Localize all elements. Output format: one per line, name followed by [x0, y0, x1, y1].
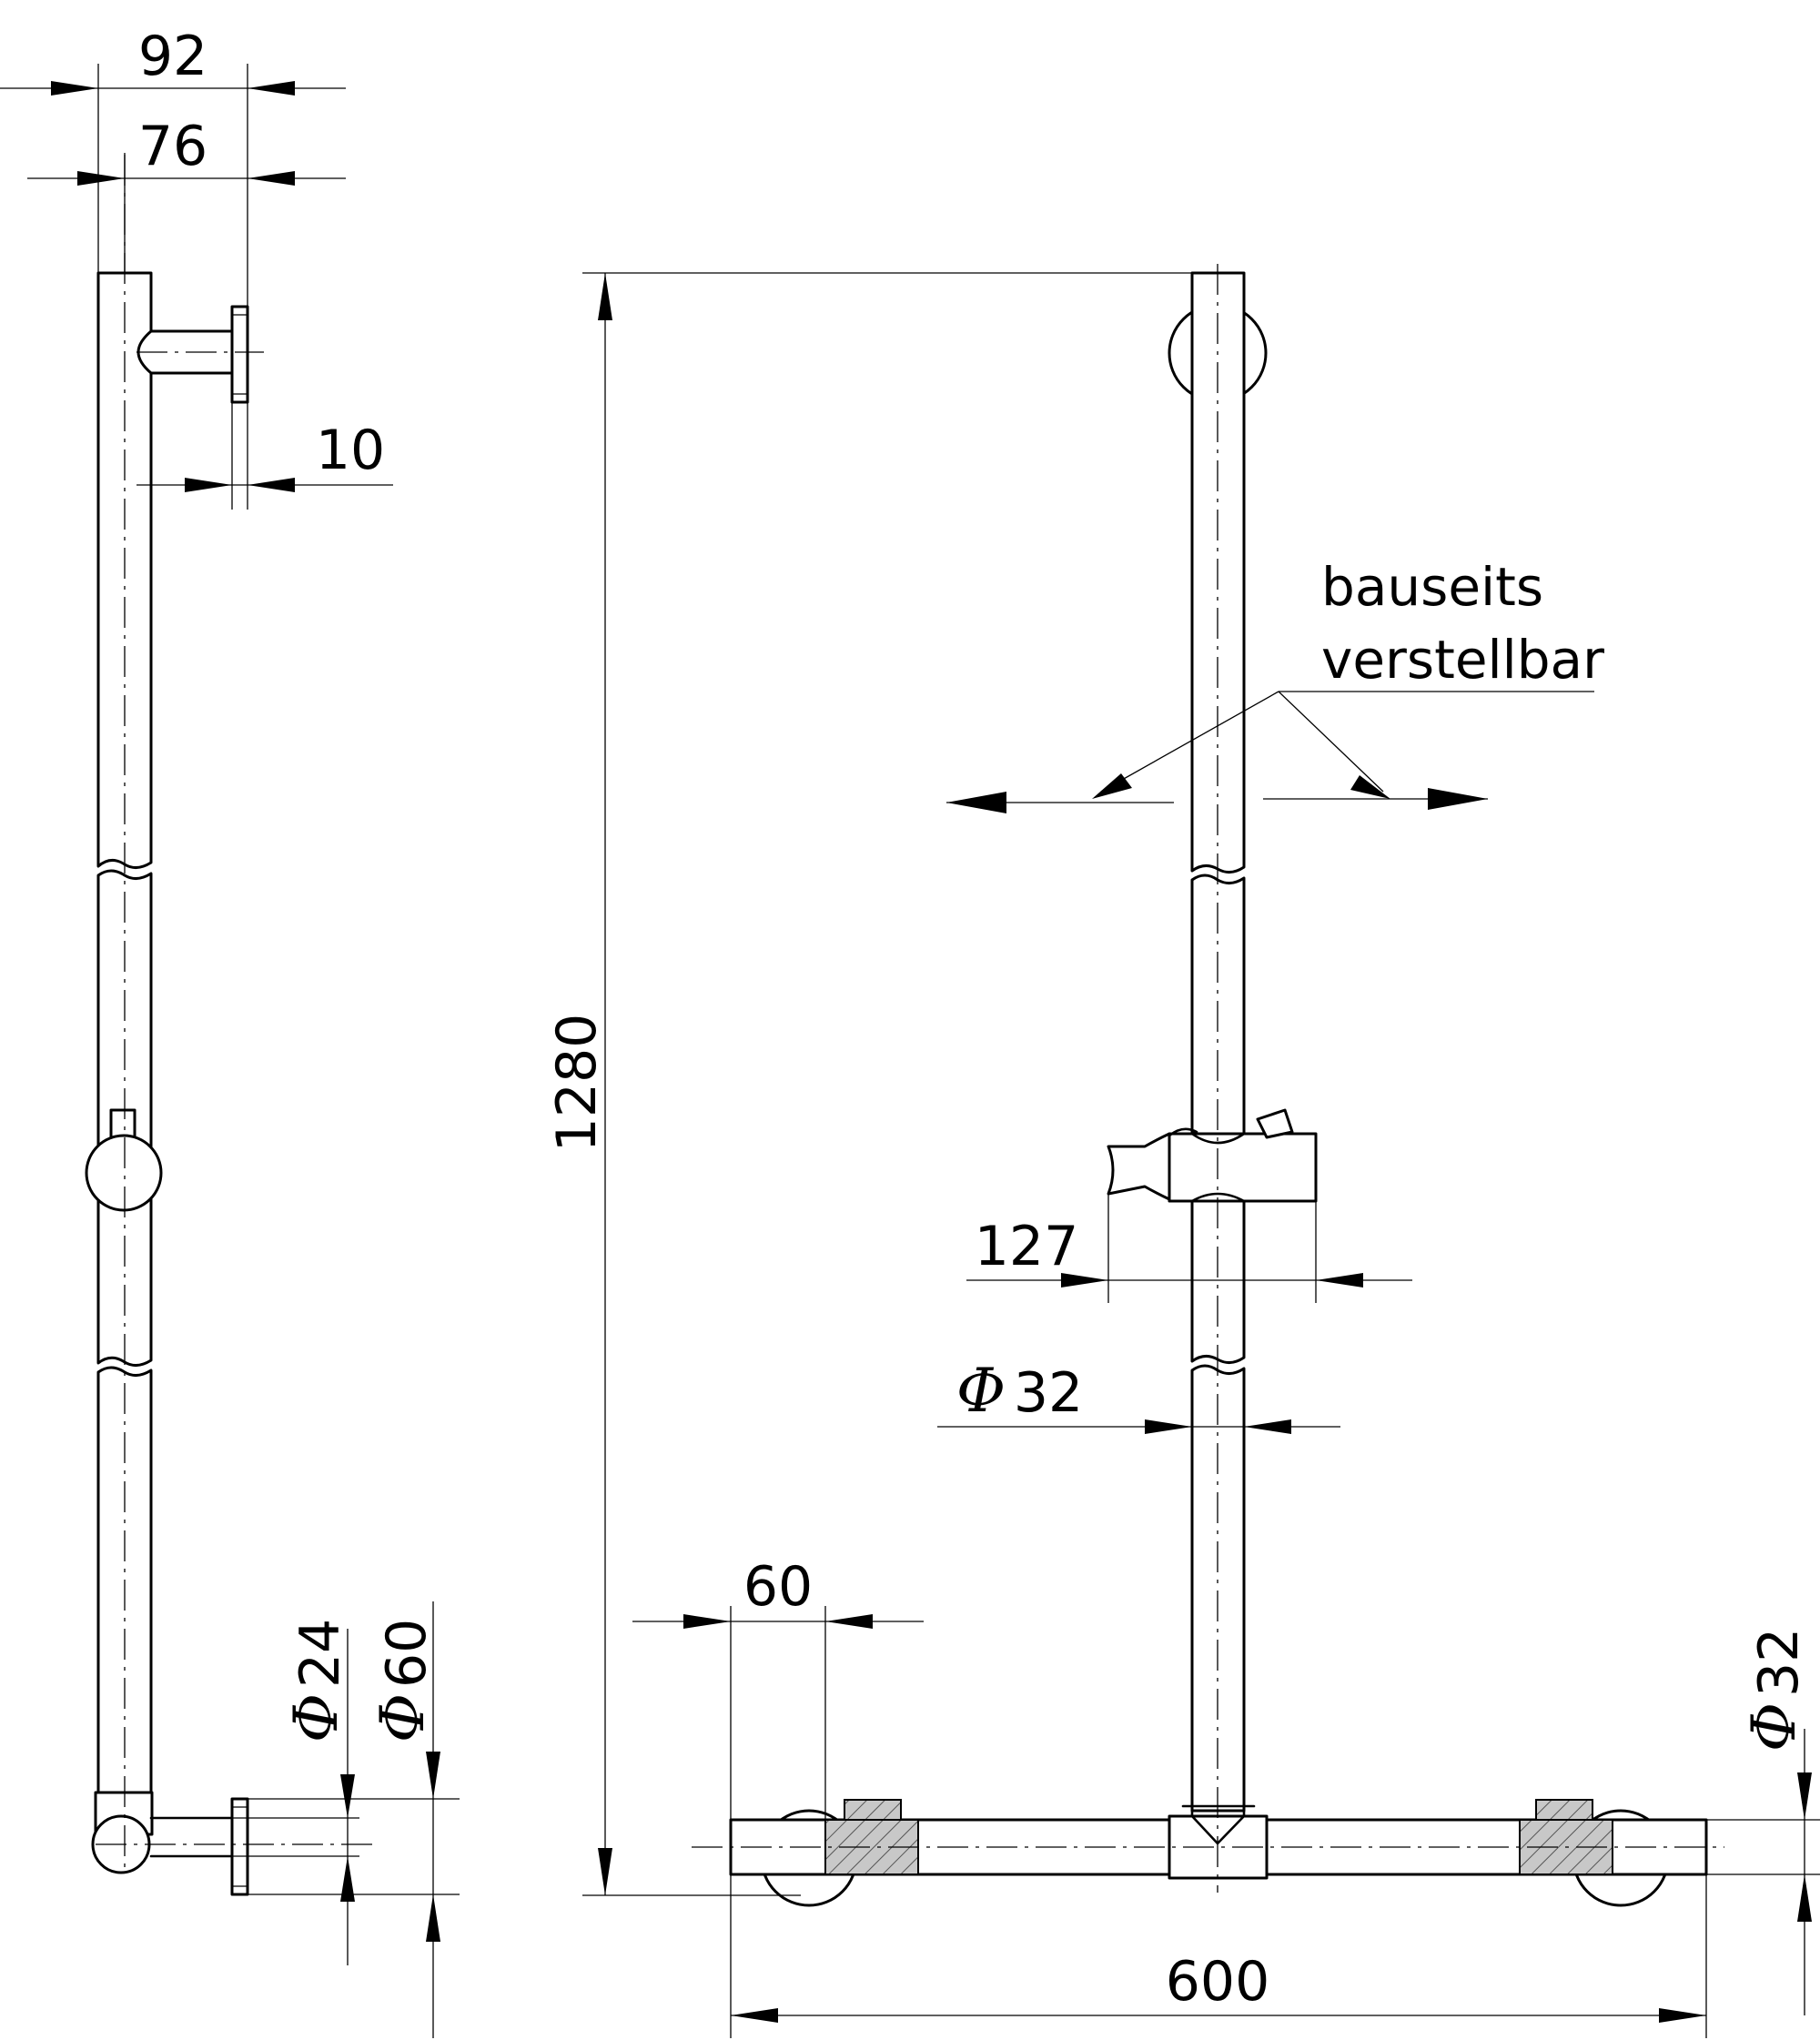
- front-bar-lower: [1190, 1364, 1246, 1813]
- dim-bar-diameter-symbol: Φ: [956, 1356, 1006, 1426]
- side-slider-tab: [109, 1108, 136, 1141]
- dim-flange-diameter-small-symbol: Φ: [281, 1693, 351, 1742]
- front-view: [692, 264, 1724, 1907]
- side-slider-knob: [85, 1134, 163, 1212]
- dim-overall-depth: 92: [138, 25, 207, 88]
- front-left-mount-top: [844, 1799, 902, 1821]
- slider-body: [1168, 1132, 1318, 1203]
- dim-horizontal-bar-diameter-symbol: Φ: [1739, 1702, 1809, 1752]
- note-line-2: verstellbar: [1321, 629, 1604, 691]
- dim-bar-offset: 76: [138, 115, 207, 178]
- front-slider: [1107, 1108, 1318, 1203]
- dim-mount-width: 60: [743, 1555, 813, 1619]
- dim-horizontal-bar-diameter: 32: [1747, 1628, 1811, 1697]
- slider-clamp-left: [1107, 1132, 1171, 1201]
- dim-slider-width: 127: [975, 1215, 1079, 1278]
- dim-flange-diameter-large-symbol: Φ: [368, 1693, 438, 1742]
- dim-bar-height: 1280: [545, 1014, 609, 1153]
- adjustable-note: bauseits verstellbar: [946, 556, 1604, 813]
- note-line-1: bauseits: [1321, 556, 1543, 618]
- front-right-mount-top: [1535, 1799, 1593, 1821]
- dim-flange-diameter-large: 60: [375, 1619, 439, 1688]
- side-dimensions: 92 76 10 Φ 24 Φ 60: [0, 25, 460, 2038]
- slider-lever: [1256, 1108, 1294, 1139]
- dim-bar-diameter: 32: [1014, 1361, 1083, 1425]
- side-top-flange: [230, 305, 249, 404]
- front-dimensions: 1280 127 Φ 32 60 600 Φ 32: [545, 272, 1820, 2038]
- dim-flange-thickness: 10: [316, 419, 385, 482]
- side-top-arm: [136, 329, 234, 375]
- dim-overall-width: 600: [1166, 1950, 1270, 2014]
- side-bottom-flange: [230, 1797, 249, 1896]
- dim-flange-diameter-small: 24: [288, 1619, 352, 1688]
- side-view: [85, 155, 373, 1896]
